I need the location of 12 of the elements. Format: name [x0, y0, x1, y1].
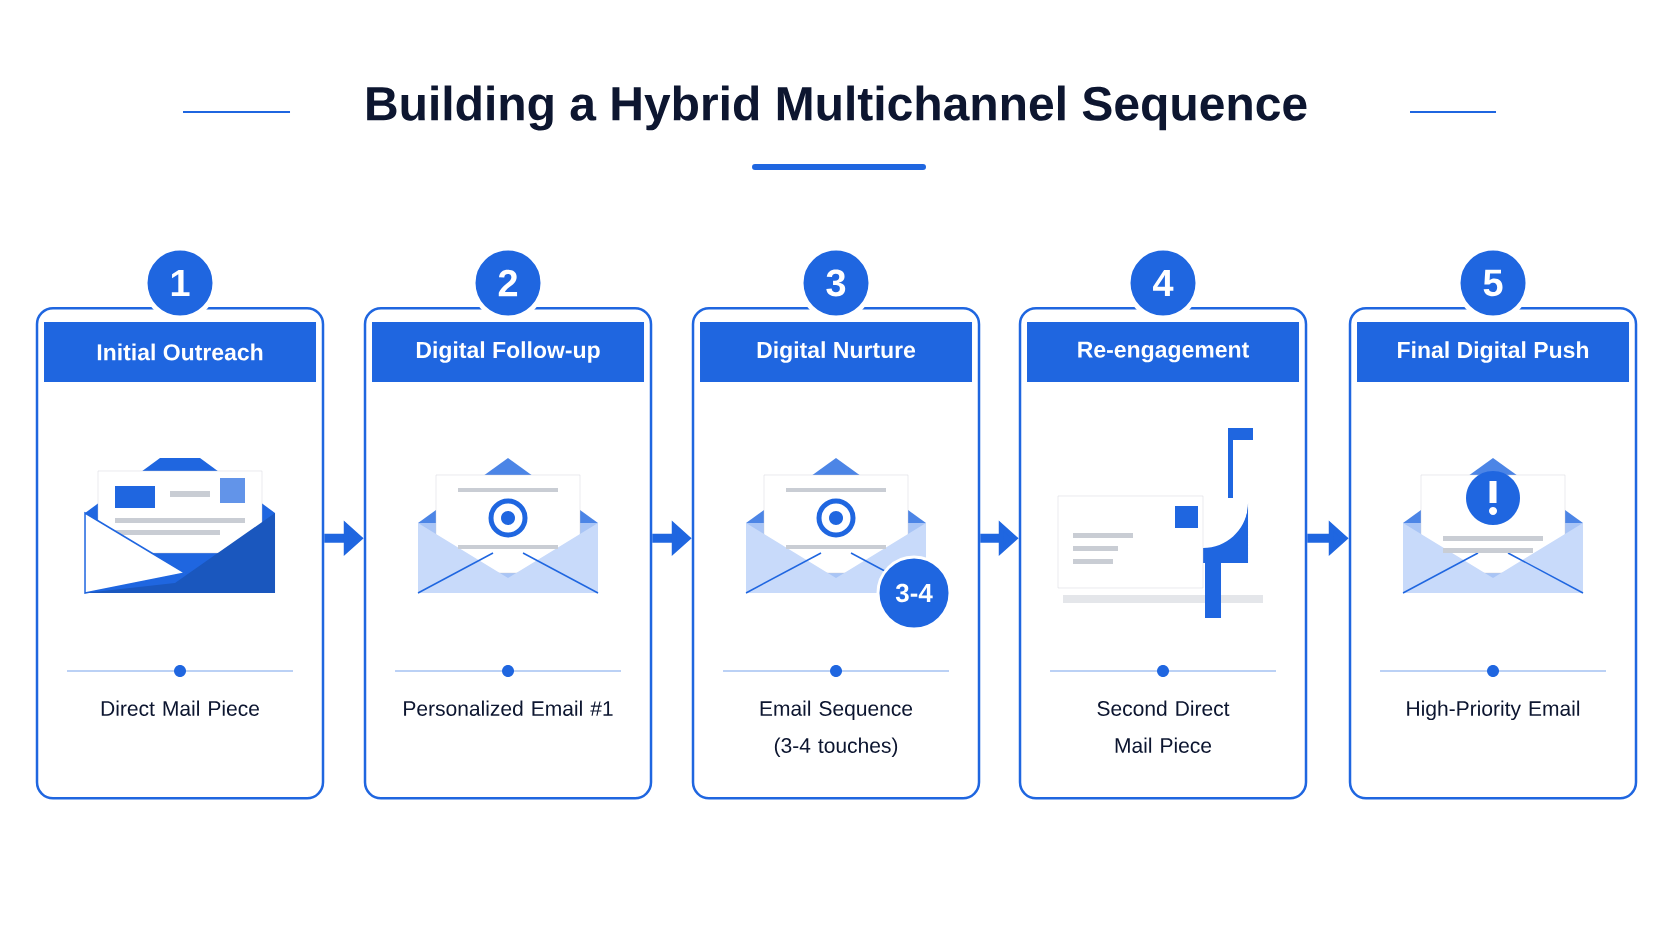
- count-badge: 3-4: [876, 555, 952, 631]
- step-description: Second Direct Mail Piece: [1097, 700, 1230, 753]
- step-description: Personalized Email #1: [404, 700, 613, 716]
- step-number: 1: [142, 245, 218, 321]
- step-description: Direct Mail Piece: [101, 700, 259, 716]
- step-number: 4: [1125, 245, 1201, 321]
- step-description: High-Priority Email: [1407, 700, 1580, 721]
- step-number: 5: [1455, 245, 1531, 321]
- step-number: 2: [470, 245, 546, 321]
- step-description: Email Sequence (3-4 touches): [760, 700, 913, 758]
- title: Building a Hybrid Multichannel Sequence: [367, 85, 1307, 131]
- step-number: 3: [798, 245, 874, 321]
